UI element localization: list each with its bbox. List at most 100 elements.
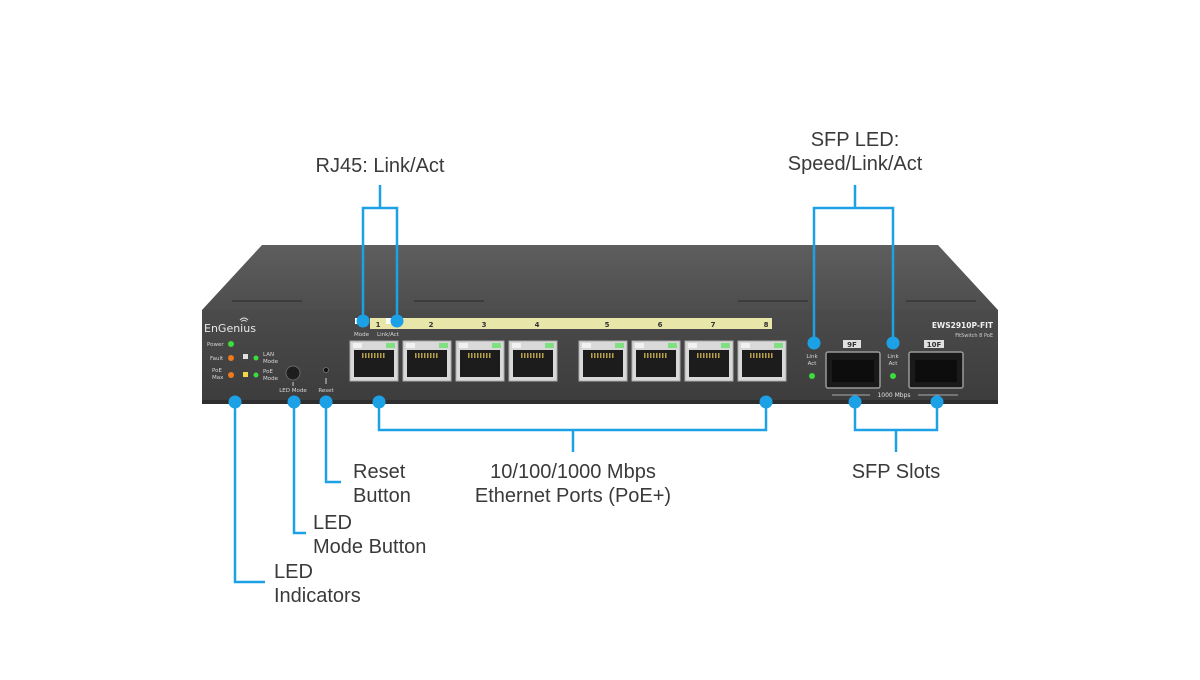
rj45-ports [349, 340, 787, 382]
port-number-label-3: 3 [482, 321, 487, 329]
rj45-port-led-left [741, 343, 750, 348]
port-number-label-2: 2 [429, 321, 434, 329]
brand-logo: EnGenius [204, 322, 256, 335]
rj45-port-pins [750, 353, 773, 358]
poe-max-label-bottom: Max [212, 375, 224, 381]
reset-button[interactable] [323, 367, 329, 373]
fault-led [228, 355, 234, 361]
rj45-port-7[interactable] [684, 340, 734, 382]
rj45-port-led-left [688, 343, 697, 348]
sfp9-link-led [809, 373, 815, 379]
rj45-port-led-left [582, 343, 591, 348]
rj45-port-led-left [512, 343, 521, 348]
chassis-bottom-edge [202, 400, 998, 404]
rj45-port-latch [418, 372, 436, 377]
rj45-port-pins [521, 353, 544, 358]
rj45-port-pins [362, 353, 385, 358]
port-number-label-8: 8 [764, 321, 769, 329]
rj45-port-1[interactable] [349, 340, 399, 382]
wifi-icon [239, 317, 249, 322]
port-number-label-1: 1 [376, 321, 381, 329]
rj45-port-4[interactable] [508, 340, 558, 382]
rj45-port-5[interactable] [578, 340, 628, 382]
lan-mode-label-bottom: Mode [263, 359, 279, 365]
port-number-strip [370, 318, 772, 329]
rj45-port-latch [471, 372, 489, 377]
led-mode-button-callout-line2: Mode Button [313, 536, 427, 558]
rj45-port-led-right [774, 343, 783, 348]
rj45-port-8[interactable] [737, 340, 787, 382]
rj45-port-3[interactable] [455, 340, 505, 382]
poe-mode-led [253, 372, 259, 378]
sfp9-cage [832, 360, 874, 382]
rj45-port-latch [700, 372, 718, 377]
callout-dots [228, 314, 944, 409]
ethernet-ports-callout-line1: 10/100/1000 Mbps [490, 461, 656, 483]
link-act-label: Link/Act [377, 332, 400, 338]
mode-label: Mode [354, 332, 370, 338]
rj45-port-led-right [492, 343, 501, 348]
rj45-port-pins [644, 353, 667, 358]
ethernet-ports-callout-line2: Ethernet Ports (PoE+) [474, 485, 672, 507]
rj45-port-latch [753, 372, 771, 377]
sfp-led-callout-line2: Speed/Link/Act [787, 153, 923, 175]
rj45-port-latch [647, 372, 665, 377]
power-label: Power [207, 342, 224, 348]
sfp10-label: 10F [927, 341, 942, 349]
rj45-port-led-left [353, 343, 362, 348]
rj45-port-pins [591, 353, 614, 358]
sfp-led-callout: SFP LED: Speed/Link/Act [770, 128, 940, 176]
poe-max-led [228, 372, 234, 378]
callout-lines [233, 185, 939, 584]
rj45-port-led-left [459, 343, 468, 348]
ethernet-ports-callout: 10/100/1000 Mbps Ethernet Ports (PoE+) [453, 460, 693, 508]
sfp10-led-label-bottom: Act [889, 361, 899, 367]
reset-button-callout-line1: Reset [353, 461, 406, 483]
rj45-port-led-right [439, 343, 448, 348]
sfp9-led-label-bottom: Act [808, 361, 818, 367]
lan-mode-led [253, 355, 259, 361]
chassis-top [202, 245, 998, 310]
led-indicators-callout-line2: Indicators [274, 585, 361, 607]
sfp-slots-callout: SFP Slots [851, 461, 941, 483]
led-mode-button-callout-line1: LED [313, 512, 352, 534]
rj45-port-6[interactable] [631, 340, 681, 382]
lan-mode-label-top: LAN [263, 352, 274, 358]
poe-mode-label-top: PoE [263, 369, 273, 375]
sfp9-led-label-top: Link [806, 354, 818, 360]
port-number-label-4: 4 [535, 321, 540, 329]
rj45-port-led-right [668, 343, 677, 348]
port-number-labels: 1 2 3 4 5 6 7 8 [376, 321, 769, 329]
led-mode-button[interactable] [285, 365, 301, 381]
sfp-led-callout-line1: SFP LED: [810, 129, 900, 151]
led-indicators-callout-line1: LED [274, 561, 313, 583]
rj45-port-led-right [721, 343, 730, 348]
lan-mode-indicator [243, 354, 248, 359]
poe-mode-label-bottom: Mode [263, 376, 279, 382]
port-number-label-6: 6 [658, 321, 663, 329]
reset-label: Reset [318, 388, 334, 394]
rj45-port-latch [365, 372, 383, 377]
led-mode-label: LED Mode [279, 388, 307, 394]
sfp10-led-label-top: Link [887, 354, 899, 360]
rj45-port-latch [524, 372, 542, 377]
rj45-port-led-right [386, 343, 395, 348]
rj45-port-2[interactable] [402, 340, 452, 382]
rj45-port-pins [697, 353, 720, 358]
sfp10-cage [915, 360, 957, 382]
rj45-port-latch [594, 372, 612, 377]
poe-max-label-top: PoE [212, 368, 222, 374]
rj45-port-led-left [635, 343, 644, 348]
rj45-port-led-left [406, 343, 415, 348]
sfp10-label-box [924, 340, 944, 348]
reset-button-callout: Reset Button [353, 460, 411, 508]
model-subtitle: FitSwitch 8 PoE [955, 333, 993, 339]
sfp10-link-led [890, 373, 896, 379]
power-led [228, 341, 234, 347]
poe-mode-indicator [243, 372, 248, 377]
port-number-label-5: 5 [605, 321, 610, 329]
port-number-label-7: 7 [711, 321, 716, 329]
rj45-callout: RJ45: Link/Act [315, 155, 445, 177]
